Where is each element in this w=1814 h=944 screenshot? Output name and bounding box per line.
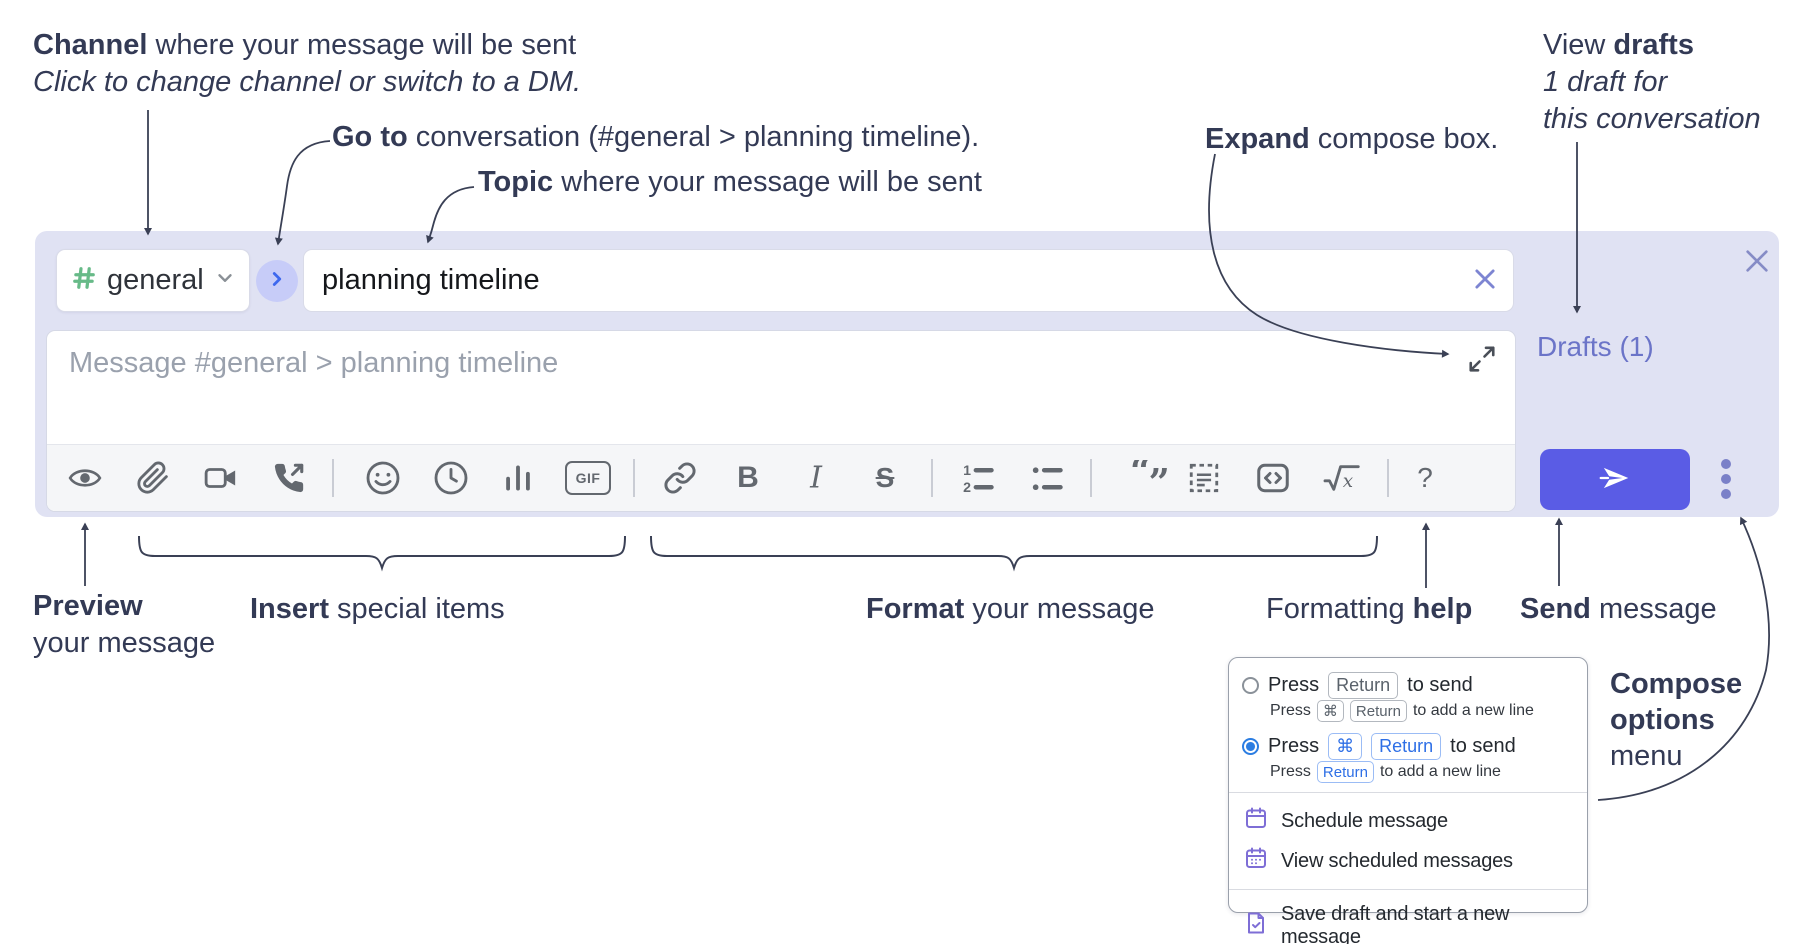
time-icon[interactable] xyxy=(433,460,469,496)
calendar-dots-icon xyxy=(1244,846,1268,876)
expand-diagonal-icon xyxy=(1467,344,1497,377)
formatting-help-icon[interactable]: ? xyxy=(1417,462,1433,493)
radio-unselected-icon[interactable] xyxy=(1242,676,1259,694)
annotation-preview: Preview your message xyxy=(33,590,216,659)
annotation-format: Format your message xyxy=(866,593,1155,625)
compose-box: general xyxy=(35,231,1779,517)
toolbar-divider xyxy=(1387,459,1389,497)
kebab-dot xyxy=(1721,474,1731,484)
annotation-expand: Expand compose box. xyxy=(1205,123,1499,155)
close-x-icon xyxy=(1741,245,1773,280)
kebab-dot xyxy=(1721,459,1731,469)
view-scheduled-messages-item[interactable]: View scheduled messages xyxy=(1229,841,1587,881)
poll-icon[interactable] xyxy=(501,461,535,495)
clear-x-icon xyxy=(1471,265,1499,296)
popup-divider xyxy=(1229,792,1587,793)
schedule-message-item[interactable]: Schedule message xyxy=(1229,801,1587,841)
annotation-view-drafts: View drafts 1 draft for this conversatio… xyxy=(1543,29,1761,135)
toolbar-divider xyxy=(633,459,635,497)
gif-icon[interactable]: GIF xyxy=(565,461,611,495)
radio-selected-icon[interactable] xyxy=(1242,737,1259,755)
quote-icon[interactable]: “” xyxy=(1130,460,1172,496)
hash-icon xyxy=(71,265,97,296)
annotation-compose-options: Compose options menu xyxy=(1610,668,1743,772)
link-icon[interactable] xyxy=(663,461,697,495)
brace-format xyxy=(650,535,1378,572)
kebab-dot xyxy=(1721,489,1731,499)
draft-document-icon xyxy=(1244,911,1268,941)
go-to-conversation-button[interactable] xyxy=(256,260,298,302)
spoiler-icon[interactable] xyxy=(1187,461,1221,495)
send-plane-icon xyxy=(1597,461,1633,498)
compose-options-menu-button[interactable] xyxy=(1712,453,1740,505)
video-call-icon[interactable] xyxy=(203,461,239,495)
strikethrough-icon[interactable]: S xyxy=(875,462,895,493)
attach-paperclip-icon[interactable] xyxy=(136,461,170,495)
close-compose-button[interactable] xyxy=(1737,242,1777,282)
calendar-icon xyxy=(1244,806,1268,836)
svg-text:x: x xyxy=(1343,471,1354,492)
channel-name: general xyxy=(107,264,204,296)
popup-divider xyxy=(1229,889,1587,890)
toolbar-divider xyxy=(1090,459,1092,497)
topic-input[interactable] xyxy=(304,264,1457,297)
italic-icon[interactable]: I xyxy=(810,460,822,496)
compose-options-popup: Press Return to send Press ⌘ Return to a… xyxy=(1228,657,1588,944)
connector-goto xyxy=(274,140,331,246)
enter-sends-option[interactable]: Press Return to send Press ⌘ Return to a… xyxy=(1229,669,1587,723)
math-icon[interactable]: x xyxy=(1322,461,1362,495)
annotation-topic: Topic where your message will be sent xyxy=(478,166,982,198)
audio-call-icon[interactable] xyxy=(272,461,306,495)
annotation-send: Send message xyxy=(1520,593,1717,625)
send-button[interactable] xyxy=(1540,449,1690,510)
save-draft-item[interactable]: Save draft and start a new message xyxy=(1229,898,1587,944)
annotation-goto: Go to conversation (#general > planning … xyxy=(332,121,980,153)
message-area: GIF B I S 12 “” xyxy=(46,330,1516,512)
clear-topic-button[interactable] xyxy=(1457,251,1513,311)
annotation-formatting-help: Formatting help xyxy=(1266,593,1473,625)
svg-text:1: 1 xyxy=(963,463,971,479)
channel-selector[interactable]: general xyxy=(56,249,250,312)
expand-compose-button[interactable] xyxy=(1465,343,1499,377)
code-icon[interactable] xyxy=(1255,460,1291,496)
message-input[interactable] xyxy=(47,331,1515,443)
toolbar-divider xyxy=(931,459,933,497)
svg-text:”: ” xyxy=(1149,460,1170,496)
toolbar-divider xyxy=(332,459,334,497)
chevron-down-icon xyxy=(214,267,236,294)
bulleted-list-icon[interactable] xyxy=(1029,461,1065,495)
topic-field xyxy=(303,249,1514,312)
svg-text:“: “ xyxy=(1130,460,1151,493)
brace-insert xyxy=(138,535,626,572)
chevron-right-icon xyxy=(266,268,288,295)
bold-icon[interactable]: B xyxy=(737,461,759,494)
annotation-channel: Channel where your message will be sent … xyxy=(33,29,582,98)
svg-text:2: 2 xyxy=(963,480,971,495)
annotation-insert: Insert special items xyxy=(250,593,505,625)
drafts-link[interactable]: Drafts (1) xyxy=(1537,331,1654,362)
preview-eye-icon[interactable] xyxy=(65,461,105,495)
cmd-enter-sends-option[interactable]: Press ⌘ Return to send Press Return to a… xyxy=(1229,730,1587,784)
emoji-icon[interactable] xyxy=(365,460,401,496)
